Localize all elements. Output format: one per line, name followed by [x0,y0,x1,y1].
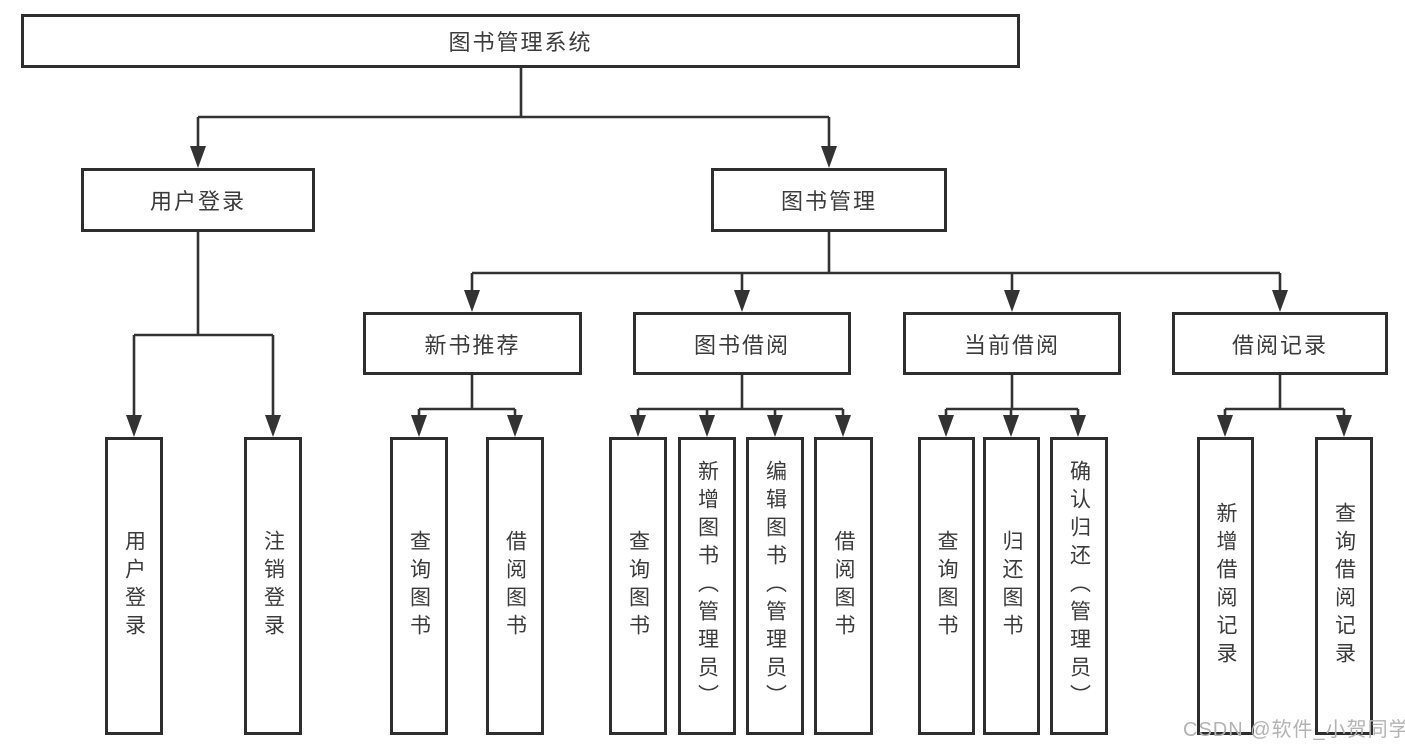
node-user-login: 用户登录 [81,168,315,232]
node-root: 图书管理系统 [21,14,1020,68]
node-label: 当前借阅 [963,332,1060,358]
leaf-records-add-record: 新增借阅记录 [1197,437,1254,735]
node-label: 图书管理系统 [448,30,593,55]
leaf-recommend-query-book: 查询图书 [390,437,448,735]
node-label: 确认归还（管理员） [1067,460,1091,712]
node-label: 借阅图书 [832,530,855,642]
node-label: 查询图书 [935,530,958,642]
node-book-borrow: 图书借阅 [633,312,851,375]
node-label: 归还图书 [1000,530,1023,642]
node-label: 查询借阅记录 [1332,502,1356,670]
leaf-current-confirm-return: 确认归还（管理员） [1050,437,1108,735]
arrowheads [126,146,1352,437]
node-label: 借阅图书 [503,530,527,642]
node-label: 用户登录 [122,530,146,642]
node-borrow-records: 借阅记录 [1172,312,1388,375]
leaf-borrow-add-book: 新增图书（管理员） [678,437,736,735]
node-current-borrow: 当前借阅 [903,312,1121,375]
leaf-borrow-query-book: 查询图书 [609,437,667,735]
node-label: 图书借阅 [693,332,790,358]
node-label: 用户登录 [149,189,246,214]
node-label: 图书管理 [780,189,877,214]
node-label: 查询图书 [626,530,650,642]
node-book-management: 图书管理 [711,168,947,232]
connector-wires [132,68,1346,419]
node-label: 编辑图书（管理员） [763,460,787,712]
node-label: 新书推荐 [424,332,521,358]
leaf-current-query-book: 查询图书 [918,437,975,735]
node-label: 借阅记录 [1231,332,1328,358]
node-label: 新增借阅记录 [1214,502,1237,670]
node-label: 注销登录 [261,530,285,642]
leaf-borrow-borrow-book: 借阅图书 [814,437,873,735]
node-label: 新增图书（管理员） [695,460,719,712]
leaf-current-return-book: 归还图书 [983,437,1040,735]
node-label: 查询图书 [407,530,431,642]
leaf-login: 用户登录 [105,437,163,735]
watermark: CSDN @软件_小贺同学 [1183,719,1405,741]
leaf-records-query-record: 查询借阅记录 [1315,437,1373,735]
leaf-borrow-edit-book: 编辑图书（管理员） [746,437,804,735]
leaf-logout: 注销登录 [244,437,302,735]
node-new-book-recommend: 新书推荐 [363,312,582,375]
leaf-recommend-borrow-book: 借阅图书 [486,437,544,735]
